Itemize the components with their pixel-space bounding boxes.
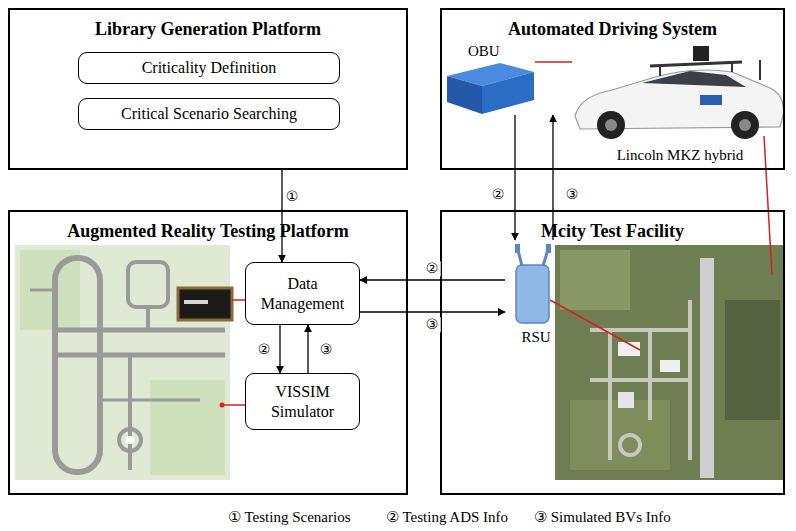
- satellite-photo: [555, 245, 785, 480]
- car-photo: [575, 46, 783, 139]
- red-leader: [550, 300, 640, 350]
- satellite-photo: [725, 300, 780, 420]
- track-map: [55, 353, 225, 358]
- rsu-photo: [515, 244, 551, 323]
- red-leader: [764, 136, 772, 275]
- process-box: Critical Scenario Searching: [78, 98, 340, 130]
- satellite-photo: [660, 360, 680, 372]
- track-map: [146, 307, 150, 330]
- car-photo: [731, 62, 733, 72]
- satellite-photo: [570, 400, 670, 470]
- car-photo: [605, 119, 617, 131]
- panel-heading: Mcity Test Facility: [442, 221, 783, 242]
- legend-entry: ③ Simulated BVs Info: [534, 508, 671, 526]
- node-label: OBU: [450, 43, 500, 60]
- car-photo: [650, 62, 742, 66]
- track-map: [20, 250, 80, 330]
- node-label: RSU: [519, 329, 552, 346]
- device-photo: [184, 300, 208, 304]
- track-map: [15, 245, 230, 480]
- satellite-photo: [560, 250, 630, 310]
- satellite-photo: [555, 245, 785, 480]
- process-box: Data Management: [245, 262, 360, 325]
- data-arrow: [281, 170, 282, 262]
- system-panel: Automated Driving SystemOBU: [440, 8, 785, 170]
- satellite-photo: [620, 435, 640, 455]
- car-photo: [731, 111, 759, 139]
- panel-heading: Automated Driving System: [442, 19, 783, 40]
- data-arrow: [360, 311, 505, 312]
- track-map: [55, 328, 225, 333]
- callout-number: ③: [318, 342, 335, 357]
- node-label: Data Management: [252, 274, 353, 312]
- track-map: [100, 399, 200, 402]
- callout-number: ②: [256, 342, 273, 357]
- track-map: [55, 258, 100, 472]
- satellite-photo: [700, 258, 714, 478]
- platform-panel: Augmented Reality Testing PlatformData M…: [8, 210, 408, 495]
- data-arrow: [360, 279, 505, 280]
- node-label: Critical Scenario Searching: [121, 104, 297, 123]
- node-label: Criticality Definition: [142, 58, 277, 77]
- car-photo: [693, 46, 709, 61]
- car-photo: [597, 111, 625, 139]
- red-leader: [222, 404, 245, 406]
- rsu-photo: [516, 265, 549, 323]
- legend-entry: ② Testing ADS Info: [386, 508, 508, 526]
- car-photo: [739, 119, 751, 131]
- platform-panel: Library Generation PlatformCriticality D…: [8, 8, 408, 170]
- node-label: VISSIM Simulator: [252, 382, 353, 420]
- track-map: [15, 245, 230, 480]
- obu-photo: [482, 72, 534, 114]
- obu-photo: [447, 63, 534, 114]
- rsu-photo: [546, 244, 551, 253]
- process-box: Criticality Definition: [78, 52, 340, 84]
- car-photo: [659, 66, 661, 76]
- panel-heading: Augmented Reality Testing Platform: [10, 221, 406, 242]
- callout-number: ②: [490, 187, 507, 202]
- legend-entry: ① Testing Scenarios: [228, 508, 351, 526]
- satellite-photo: [618, 392, 634, 408]
- car-photo: [700, 95, 722, 105]
- panel-heading: Library Generation Platform: [10, 19, 406, 40]
- track-map: [30, 289, 55, 292]
- callout-number: ③: [564, 187, 581, 202]
- process-box: VISSIM Simulator: [245, 373, 360, 430]
- red-leader: [232, 299, 245, 301]
- track-map: [119, 429, 141, 451]
- car-photo: [759, 60, 761, 80]
- satellite-photo: [590, 300, 690, 460]
- device-node: RSU: [505, 240, 567, 346]
- red-leader: [535, 61, 572, 63]
- data-arrow: [514, 115, 515, 240]
- device-photo: [178, 288, 232, 320]
- track-map: [150, 380, 225, 475]
- callout-number: ①: [284, 189, 301, 204]
- data-arrow: [279, 325, 280, 373]
- device-node: OBU: [450, 42, 565, 115]
- device-photo: [178, 288, 232, 320]
- obu-photo: [447, 76, 482, 114]
- track-map: [126, 436, 134, 444]
- data-arrow: [307, 325, 308, 373]
- callout-number: ②: [424, 261, 441, 276]
- track-map: [128, 262, 168, 307]
- facility-panel: Mcity Test FacilityRSU: [440, 210, 785, 495]
- rsu-photo: [515, 244, 520, 253]
- car-photo: [642, 71, 746, 87]
- photo-caption: Lincoln MKZ hybrid: [617, 147, 744, 164]
- callout-number: ③: [424, 317, 441, 332]
